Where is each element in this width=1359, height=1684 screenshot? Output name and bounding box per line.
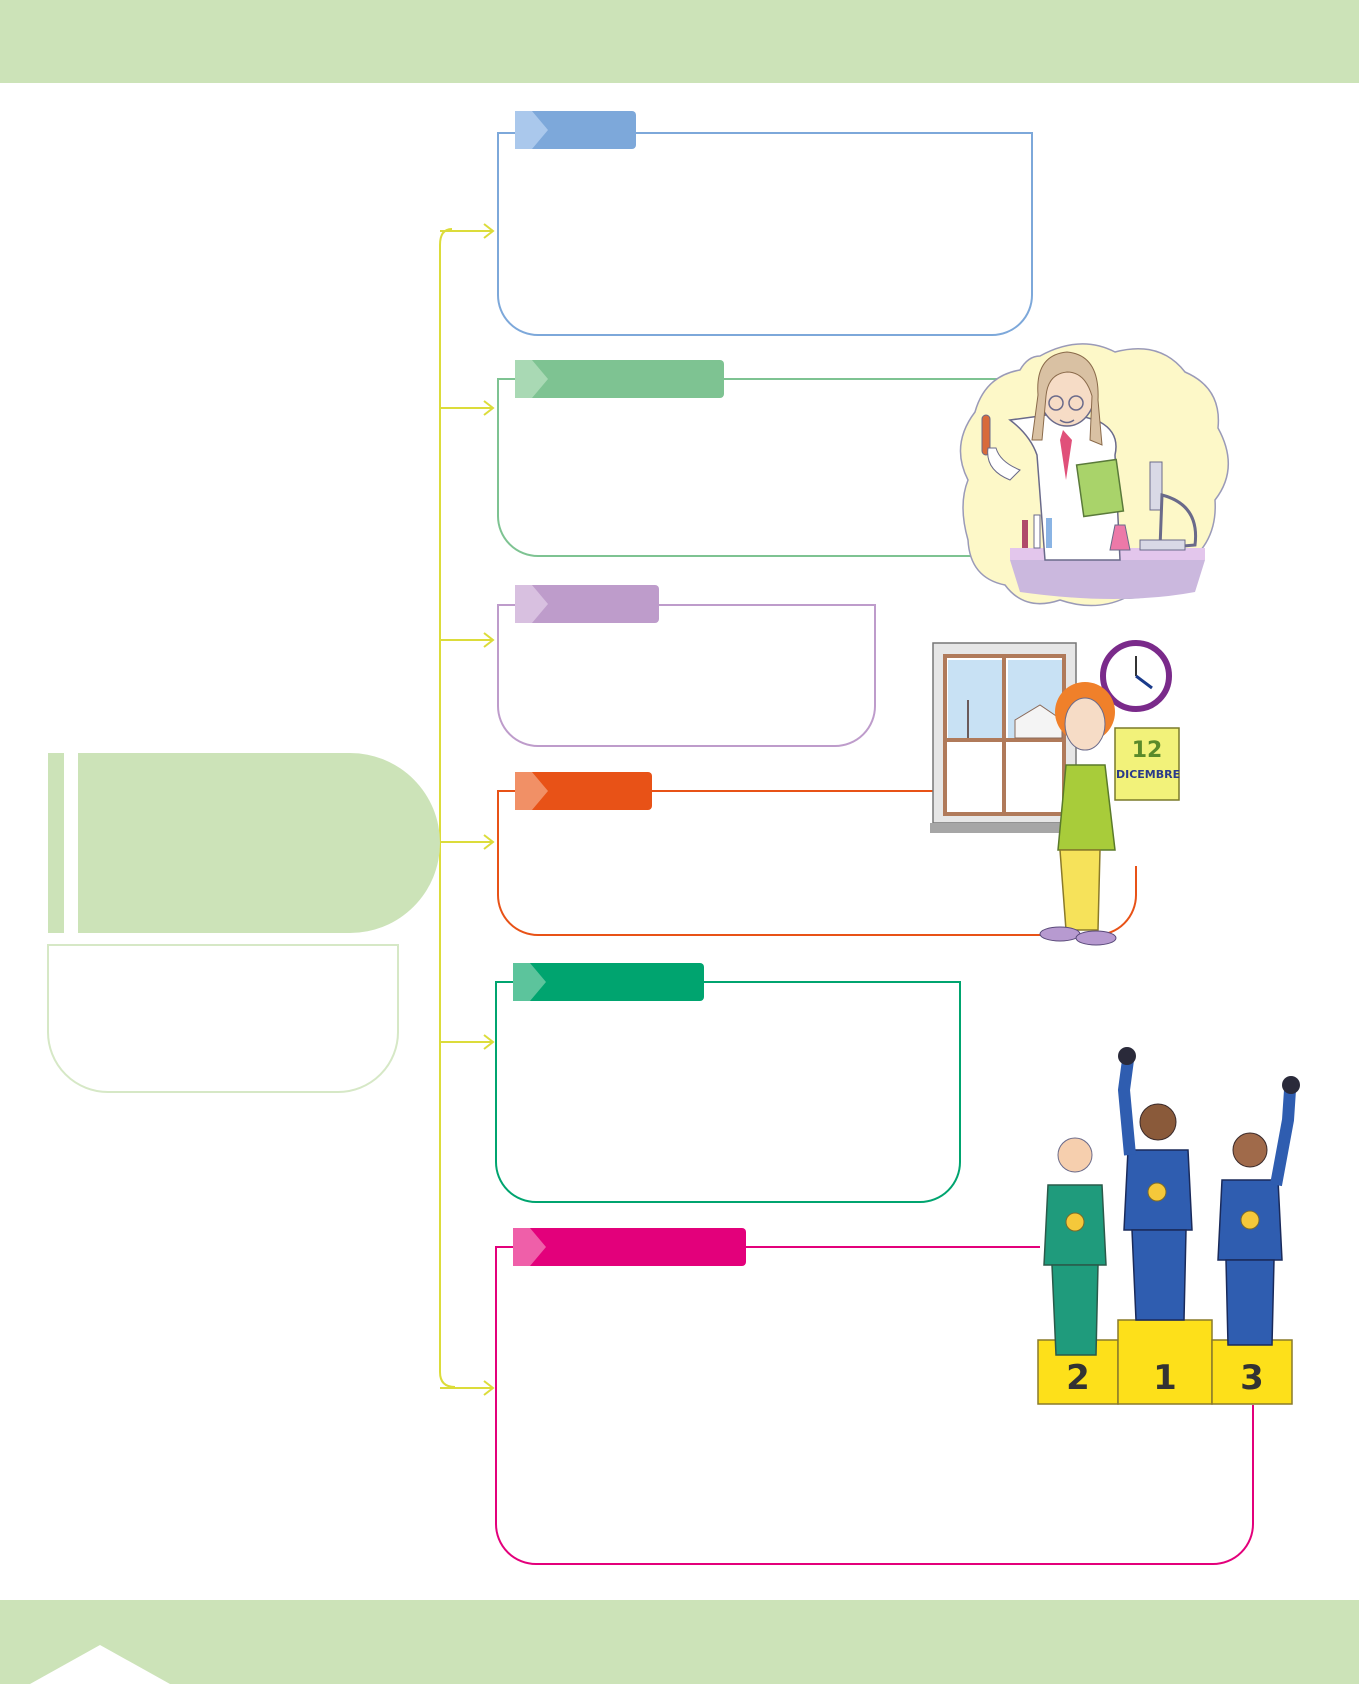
branch-4-tab [515, 772, 652, 810]
winter-illustration [930, 643, 1179, 945]
root-node [48, 753, 440, 1092]
branch-2-tab [515, 360, 724, 398]
branch-2-frame [498, 379, 1015, 556]
podium-place-2: 2 [1058, 1358, 1098, 1398]
podium-illustration [1038, 1047, 1300, 1404]
branch-1-frame [498, 133, 1032, 335]
connector-trunk [440, 229, 455, 1387]
branch-5-tab [513, 963, 704, 1001]
scientist-illustration [960, 344, 1228, 606]
connector-arrows [437, 224, 493, 1395]
branch-6-tab [513, 1228, 746, 1266]
branch-3-frame [498, 605, 875, 746]
calendar-month: DICEMBRE [1116, 768, 1180, 781]
calendar-day: 12 [1129, 738, 1165, 763]
branch-5-frame [496, 982, 960, 1202]
branch-1-tab [515, 111, 636, 149]
branch-3-tab [515, 585, 659, 623]
podium-place-1: 1 [1145, 1358, 1185, 1398]
podium-place-3: 3 [1232, 1358, 1272, 1398]
